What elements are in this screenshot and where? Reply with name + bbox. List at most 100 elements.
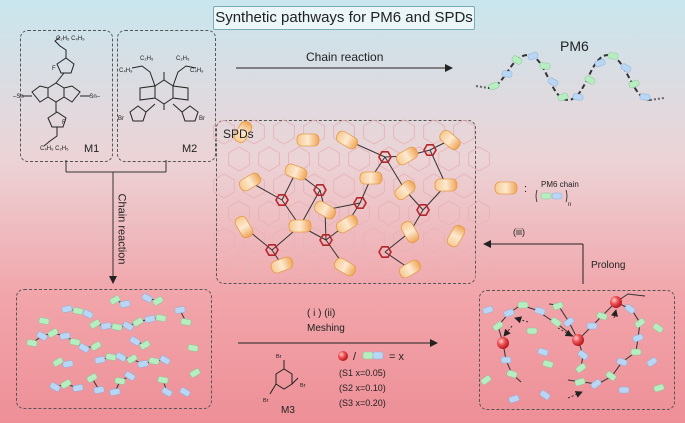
legend-colon: :: [524, 183, 527, 195]
branch-unit: [605, 371, 617, 381]
branch-unit: [652, 323, 664, 333]
branch-unit: [618, 386, 630, 394]
chain-unit: [126, 354, 138, 364]
branch-node: [497, 337, 509, 349]
branch-unit: [480, 375, 492, 385]
m1-top-chain: C₂H₅ C₄H₉: [56, 36, 85, 42]
chain-unit: [137, 360, 149, 368]
spds-grid-cell: [423, 119, 445, 145]
branch-growth-arrow: [503, 325, 513, 337]
m3-br-top: Br: [276, 354, 282, 360]
spds-linker-ring: [423, 144, 437, 156]
sample-s1: (S1 x=0.05): [339, 368, 386, 378]
spds-pm6-rod: [446, 224, 466, 248]
spds-grid-cell: [378, 200, 400, 226]
chain-unit: [38, 317, 50, 325]
pm6-unit: [511, 55, 523, 65]
branch-unit: [646, 357, 658, 367]
spds-grid-cell: [318, 146, 340, 172]
spds-grid-cell: [273, 119, 295, 145]
m3-br-right: Br: [300, 383, 306, 389]
chain-unit: [82, 309, 94, 319]
chain-unit: [115, 352, 127, 362]
chain-unit: [119, 300, 131, 308]
branch-unit: [552, 301, 564, 311]
spds-grid-cell: [348, 254, 370, 280]
m2-br-left: Br: [118, 116, 124, 122]
chain-unit: [78, 343, 90, 353]
spds-grid-cell: [408, 200, 430, 226]
pm6-unit: [572, 93, 584, 101]
chain-unit: [36, 331, 48, 341]
spds-grid-cell: [438, 146, 460, 172]
spds-grid-cell: [273, 227, 295, 253]
chain-unit: [144, 315, 156, 323]
chain-unit: [187, 344, 199, 352]
spds-network: [213, 119, 490, 280]
pm6-unit: [547, 77, 559, 87]
chain-unit: [47, 328, 59, 338]
chain-unit: [161, 387, 173, 397]
chain-unit: [94, 356, 106, 364]
m3-structure: [269, 360, 299, 395]
branch-growth-arrow: [567, 391, 583, 399]
monomer-connector: [65, 160, 167, 284]
m1-fluorine-bottom: F: [62, 120, 66, 126]
spds-linker-ring: [378, 151, 392, 163]
spds-linker-ring: [319, 234, 333, 246]
m2-chain-left: C₄H₉: [119, 68, 133, 74]
spds-grid-cell: [468, 146, 490, 172]
chain-unit: [139, 340, 151, 350]
spds-pm6-rod: [335, 130, 359, 150]
chain-unit: [141, 293, 153, 303]
spds-pm6-rod: [333, 257, 357, 277]
pm6-unit: [488, 81, 500, 91]
pm6-unit: [620, 63, 632, 73]
chain-unit: [89, 319, 101, 329]
chain-unit: [109, 388, 121, 396]
spds-grid-cell: [213, 119, 235, 145]
spds-grid-cell: [363, 227, 385, 253]
m1-sn-right: –Sn–: [86, 94, 101, 100]
ratio-green-unit: [362, 351, 374, 360]
chain-unit: [129, 336, 141, 346]
branch-unit: [616, 357, 628, 367]
spds-grid-cell: [303, 173, 325, 199]
branch-unit: [482, 305, 494, 315]
m1-structure: [22, 36, 90, 147]
spds-grid-cell: [393, 119, 415, 145]
m2-ethyl-right: C₂H₅: [176, 56, 190, 62]
chain-unit: [114, 377, 126, 385]
spds-pm6-rod: [284, 163, 308, 181]
chain-unit: [26, 339, 38, 347]
chain-unit: [157, 376, 169, 384]
branch-growth-arrow: [610, 309, 618, 319]
spds-pm6-rod: [434, 178, 458, 192]
branch-node: [572, 334, 584, 346]
spds-pm6-rod: [313, 200, 337, 220]
branch-unit: [508, 394, 520, 404]
spds-grid-cell: [453, 119, 475, 145]
branch-node: [610, 296, 622, 308]
spds-pm6-rod: [335, 214, 359, 234]
spds-network-box: [216, 120, 476, 284]
spds-pm6-rod: [439, 129, 461, 151]
spds-grid-cell: [468, 200, 490, 226]
spds-grid-cell: [468, 254, 490, 280]
chain-unit: [152, 296, 164, 306]
chain-unit: [124, 371, 136, 381]
chains-box: [16, 289, 212, 409]
spds-pm6-rod: [233, 120, 253, 144]
sample-s2: (S2 x=0.10): [339, 383, 386, 393]
m2-ethyl-left: C₂H₅: [140, 56, 154, 62]
spds-grid-cell: [228, 146, 250, 172]
spds-pm6-rod: [288, 219, 312, 233]
m1-fluorine-top: F: [52, 66, 56, 72]
m2-structure: [129, 65, 199, 122]
branch-unit: [630, 348, 642, 356]
m3-label: M3: [281, 405, 295, 416]
pm6-chain: [475, 51, 665, 102]
pm6-unit: [584, 75, 596, 85]
